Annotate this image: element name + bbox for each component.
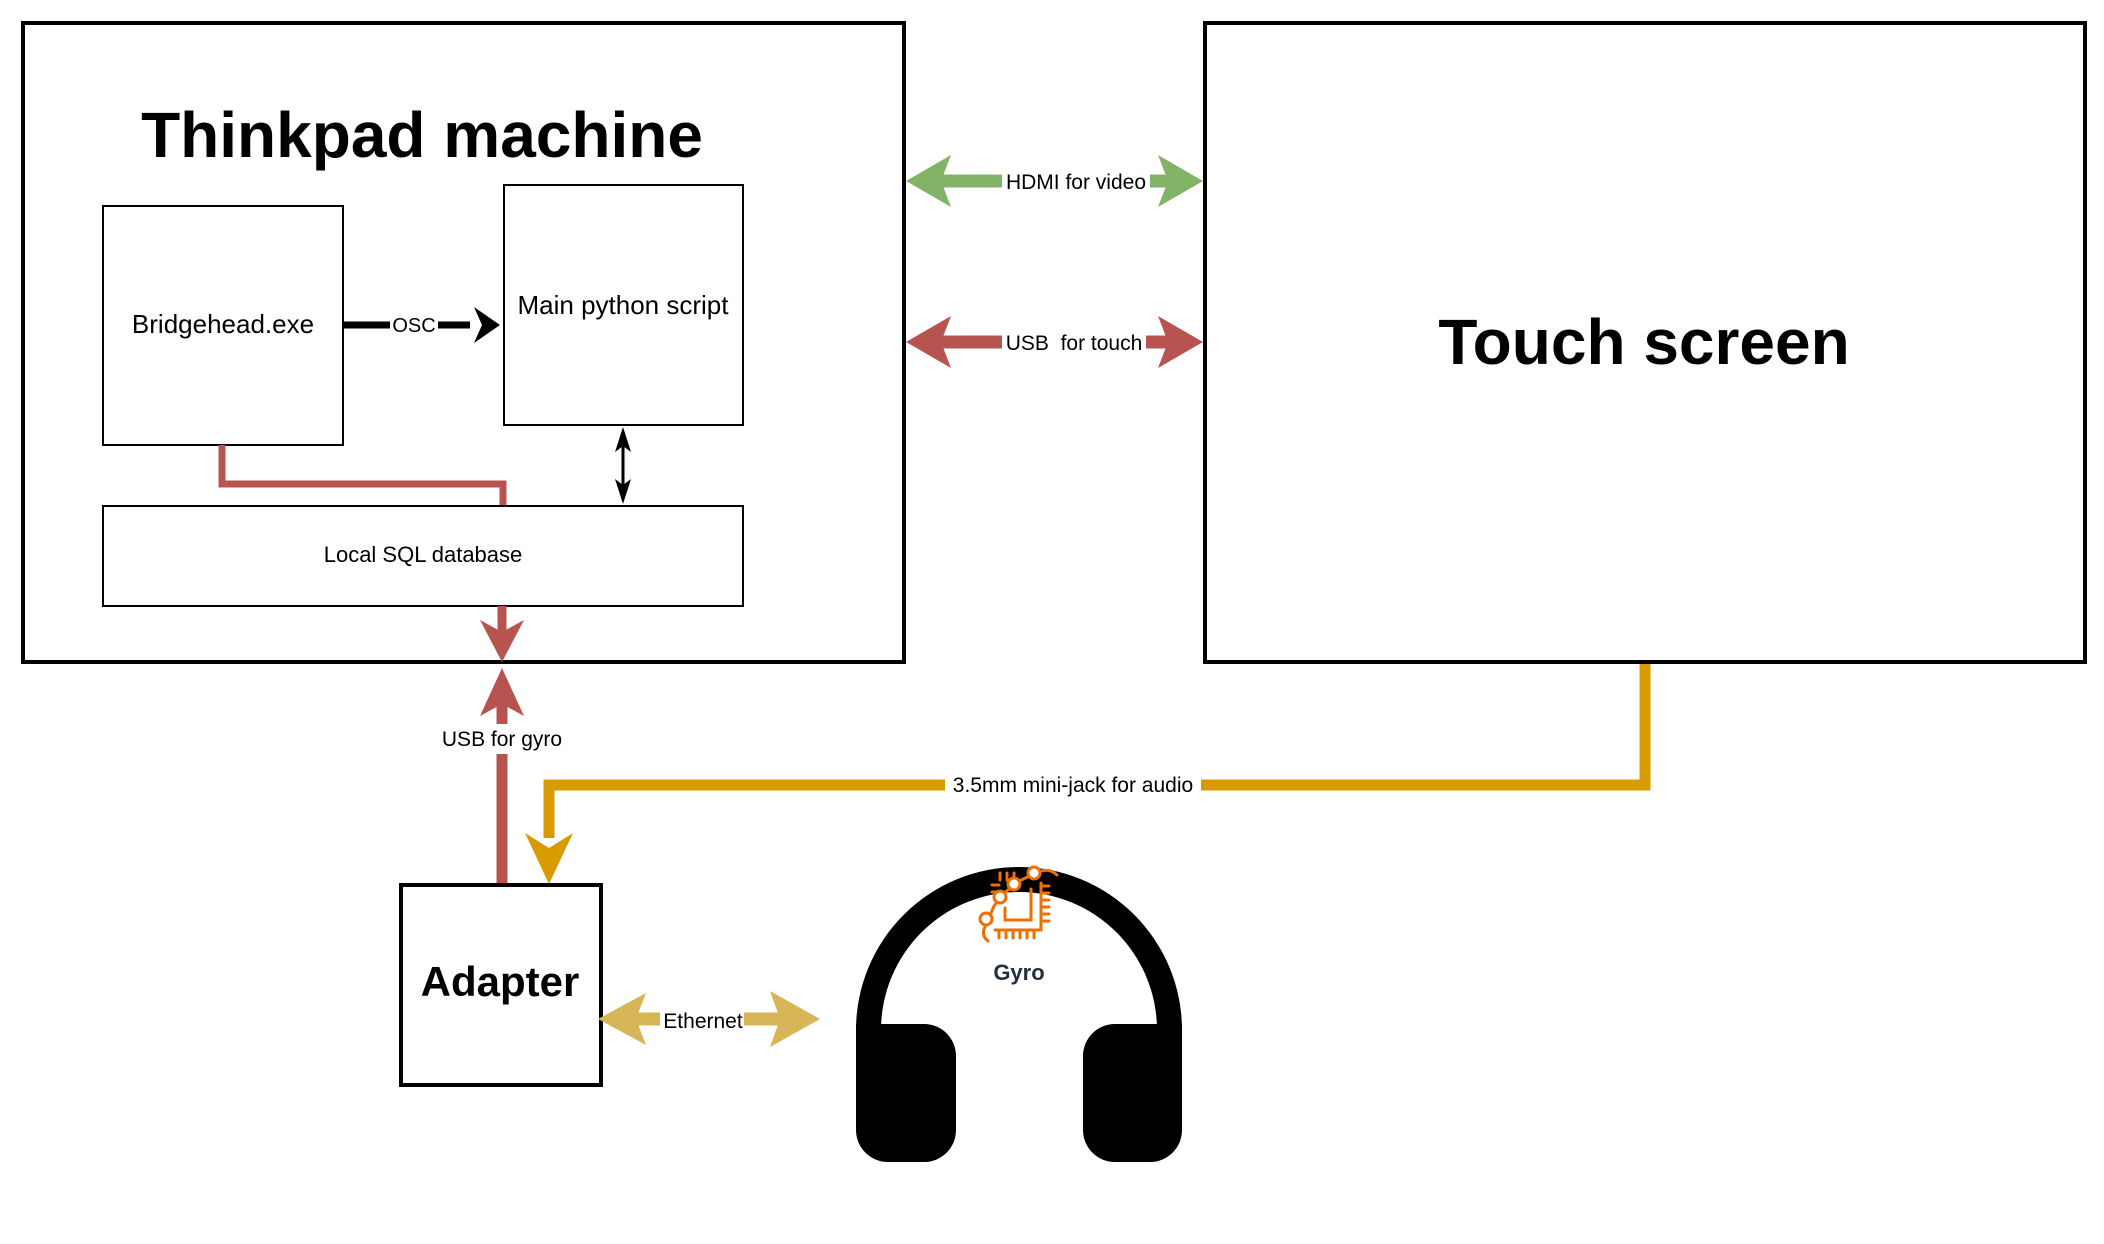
headphones-left-cup-corner [856,1024,896,1084]
main-python-script-label: Main python script [518,290,730,320]
headphones-right-cup-corner [1142,1024,1182,1084]
script-db-connector [615,427,631,504]
thinkpad-machine-title: Thinkpad machine [141,99,703,171]
bridgehead-node[interactable]: Bridgehead.exe [102,205,344,446]
hdmi-label: HDMI for video [1006,171,1146,194]
hdmi-connector: HDMI for video [906,155,1203,207]
usb-touch-label: USB for touch [1006,332,1143,355]
adapter-node[interactable]: Adapter [399,883,603,1087]
ethernet-connector: Ethernet [598,991,820,1047]
osc-arrowhead [474,307,500,343]
touch-screen-title: Touch screen [1438,306,1849,378]
headphones-icon[interactable] [856,867,1182,1162]
ethernet-label: Ethernet [663,1010,743,1033]
usb-gyro-connector: USB for gyro [435,606,569,884]
audio-connector: 3.5mm mini-jack for audio [525,664,1651,884]
headphones-band [856,867,1182,1030]
usb-touch-connector: USB for touch [906,316,1203,368]
osc-label: OSC [392,315,435,337]
bridgehead-db-connector [218,445,507,506]
bridgehead-label: Bridgehead.exe [132,309,314,339]
main-python-script-node[interactable]: Main python script [503,184,744,426]
local-sql-database-node[interactable]: Local SQL database [102,505,744,607]
audio-label: 3.5mm mini-jack for audio [953,774,1193,797]
adapter-label: Adapter [421,958,580,1005]
touch-screen-node[interactable]: Touch screen [1203,21,2087,664]
usb-gyro-label: USB for gyro [442,728,562,751]
osc-connector: OSC [343,307,500,343]
local-sql-database-label: Local SQL database [324,542,523,567]
gyro-label: Gyro [993,960,1044,985]
microchip-icon[interactable] [978,865,1059,943]
